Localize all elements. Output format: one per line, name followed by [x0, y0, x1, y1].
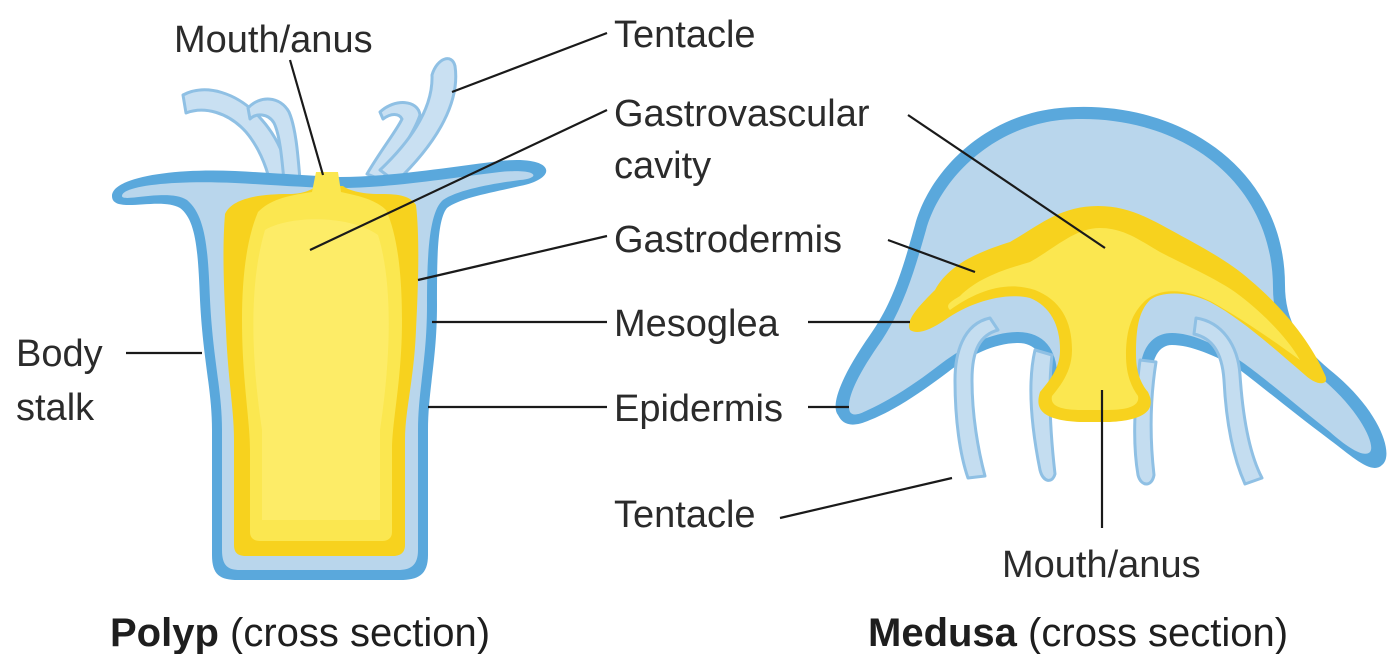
medusa-figure — [836, 107, 1387, 484]
leader-tentacle-bottom — [780, 478, 952, 518]
caption-polyp: Polyp (cross section) — [110, 611, 490, 654]
leader-gastrodermis-polyp — [418, 236, 607, 280]
captions: Polyp (cross section) Medusa (cross sect… — [110, 611, 1288, 654]
caption-medusa-rest: (cross section) — [1017, 611, 1288, 654]
caption-medusa: Medusa (cross section) — [868, 611, 1288, 654]
caption-medusa-bold: Medusa — [868, 611, 1018, 654]
polyp-cavity-highlight — [253, 219, 388, 520]
label-body-line1: Body — [16, 333, 103, 375]
label-mesoglea: Mesoglea — [614, 303, 780, 345]
polyp-figure — [112, 59, 546, 580]
label-tentacle-top: Tentacle — [614, 14, 756, 56]
caption-polyp-bold: Polyp — [110, 611, 219, 654]
label-gastrovascular-line2: cavity — [614, 145, 711, 187]
label-gastrovascular-line1: Gastrovascular — [614, 93, 870, 135]
label-mouth-anus-top: Mouth/anus — [174, 19, 373, 61]
label-gastrodermis: Gastrodermis — [614, 219, 842, 261]
label-epidermis: Epidermis — [614, 388, 783, 430]
leader-tentacle-top — [452, 33, 607, 92]
caption-polyp-rest: (cross section) — [219, 611, 490, 654]
label-tentacle-bottom: Tentacle — [614, 494, 756, 536]
label-body-line2: stalk — [16, 387, 95, 429]
label-mouth-anus-bottom: Mouth/anus — [1002, 544, 1201, 586]
